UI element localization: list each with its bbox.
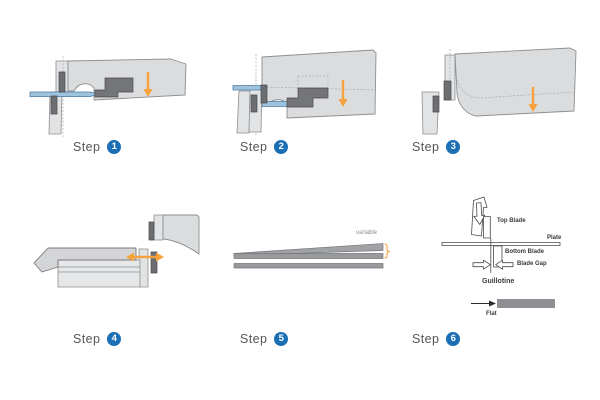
guillotine-outline: [441, 196, 561, 273]
straight-bar-lower: [233, 263, 384, 269]
flat-legend: [471, 299, 555, 308]
down-arrow-icon: [143, 72, 153, 97]
previous-position-dashes: [449, 49, 575, 99]
step-4-badge: 4: [107, 332, 122, 346]
lower-frame-column: [236, 90, 252, 134]
bottom-blade-shape: [493, 245, 503, 268]
upper-frame-column: [153, 214, 164, 241]
step-6-word: Step: [412, 332, 440, 346]
lower-blade: [250, 94, 258, 113]
hollow-down-arrow-icon: [473, 202, 486, 225]
horizontal-double-arrow-icon: [126, 252, 164, 262]
step-6-badge: 6: [446, 332, 461, 346]
upper-blade: [260, 84, 268, 104]
blade-gap-label: Blade Gap: [517, 261, 547, 267]
lower-blade: [50, 95, 58, 115]
edge-blade: [150, 251, 158, 274]
bottom-blade-label: Bottom Blade: [505, 249, 544, 255]
step-1-word: Step: [73, 140, 101, 154]
step-4-illustration: [33, 214, 200, 288]
step-2-diagram: [210, 30, 380, 140]
top-blade-label: Top Blade: [497, 218, 526, 224]
step-3-label: Step 3: [412, 139, 461, 155]
sheet-strip: [29, 91, 99, 97]
flat-arrow-head-icon: [489, 300, 496, 307]
variable-gap-label: variable: [356, 230, 378, 236]
blade-holder: [286, 87, 329, 108]
ram-block: [454, 47, 577, 117]
blade-gap-taper: [233, 243, 391, 269]
step-6-diagram: Top Blade Plate Bottom Blade Blade Gap G…: [440, 195, 600, 330]
ram-block-corner: [162, 214, 200, 255]
guillotine-schematic: [441, 196, 561, 308]
flat-label: Flat: [486, 311, 497, 317]
step-4-word: Step: [73, 332, 101, 346]
shear-machine-start: [29, 56, 187, 138]
step-2-badge: 2: [274, 140, 289, 154]
step-3-word: Step: [412, 140, 440, 154]
guillotine-label: Guillotine: [482, 278, 515, 285]
lower-blade: [432, 95, 440, 113]
step-4-label: Step 4: [73, 331, 122, 347]
upper-blade: [443, 80, 452, 101]
flat-bar-shape: [497, 299, 555, 308]
variable-gap-brace-icon: [384, 243, 391, 259]
step-5-word: Step: [240, 332, 268, 346]
down-arrow-icon: [338, 80, 348, 107]
step-1-label: Step 1: [73, 139, 122, 155]
table-base: [57, 259, 141, 288]
down-arrow-icon: [528, 87, 538, 112]
step-1-diagram: [20, 30, 190, 140]
step-5-illustration: [233, 243, 391, 269]
table-adjustment: [33, 214, 200, 288]
plate-shape: [441, 242, 561, 246]
step-1-badge: 1: [107, 140, 122, 154]
step-2-label: Step 2: [240, 139, 289, 155]
step-2-word: Step: [240, 140, 268, 154]
straight-bar-upper: [233, 253, 384, 259]
step-5-badge: 5: [274, 332, 289, 346]
step-1-illustration: [29, 56, 187, 138]
step-5-label: Step 5: [240, 331, 289, 347]
upper-blade: [58, 71, 66, 93]
shear-machine-cutting: [232, 49, 377, 136]
step-3-illustration: [421, 47, 577, 135]
gap-arrow-right-icon: [472, 259, 491, 270]
step-3-badge: 3: [446, 140, 461, 154]
step-5-diagram: variable: [225, 225, 405, 285]
step-6-label: Step 6: [412, 331, 461, 347]
ram-block: [261, 49, 377, 119]
top-blade-shape: [483, 216, 491, 239]
step-2-illustration: [232, 49, 377, 136]
plate-label: Plate: [547, 235, 562, 241]
sheet-strip-left: [232, 85, 262, 91]
shear-machine-end: [421, 47, 577, 135]
sliding-table-slab: [33, 247, 137, 273]
gap-arrow-left-icon: [495, 259, 514, 270]
step-4-diagram: [20, 205, 200, 315]
blade-holder: [94, 77, 134, 98]
step-3-diagram: [410, 30, 580, 140]
upper-blade: [148, 221, 155, 241]
